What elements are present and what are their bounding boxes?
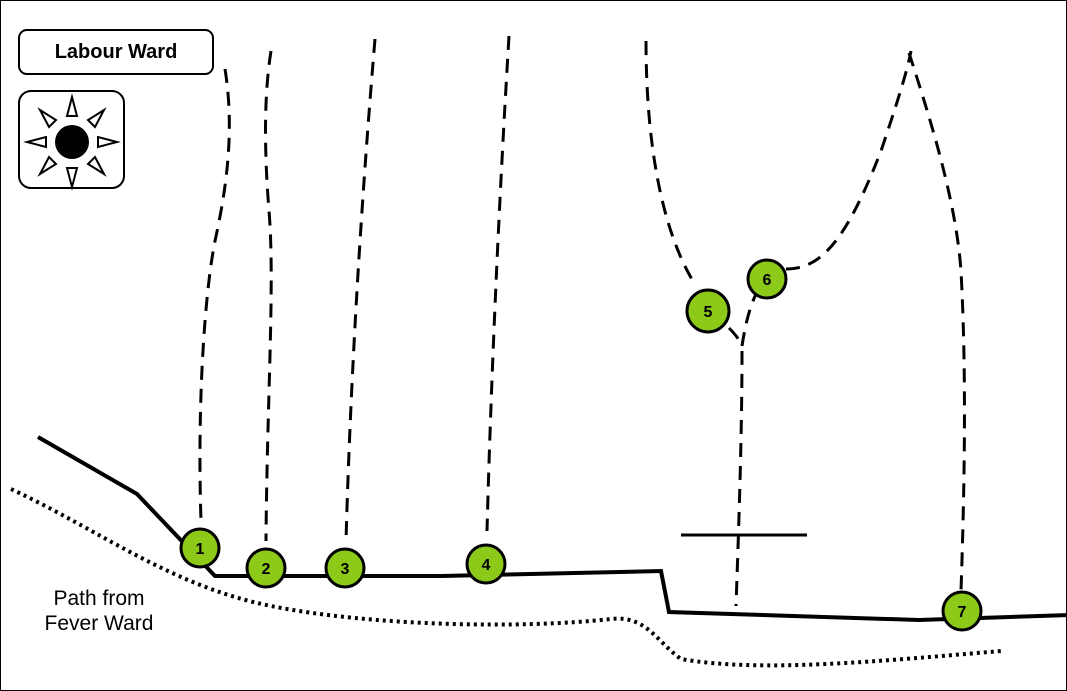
marker-6-circle xyxy=(746,258,788,300)
marker-1-circle xyxy=(179,527,221,569)
marker-2-label: 2 xyxy=(262,561,271,578)
sun-icon-box xyxy=(18,90,125,191)
route-4 xyxy=(485,35,511,532)
route-1 xyxy=(198,68,231,522)
marker-5-circle xyxy=(685,288,731,334)
fever-ward-path-label: Path from Fever Ward xyxy=(44,587,154,635)
marker-4[interactable]: 4 xyxy=(465,543,507,585)
route-5-upper xyxy=(644,40,698,287)
route-2 xyxy=(264,50,273,542)
route-7 xyxy=(907,52,966,592)
marker-7[interactable]: 7 xyxy=(941,590,983,632)
route-down-from-junction xyxy=(734,350,744,607)
route-5-to-6 xyxy=(740,293,758,347)
marker-3[interactable]: 3 xyxy=(324,547,366,589)
marker-2[interactable]: 2 xyxy=(245,547,287,589)
marker-6-label: 6 xyxy=(763,272,772,289)
marker-1[interactable]: 1 xyxy=(179,527,221,569)
marker-5[interactable]: 5 xyxy=(685,288,731,334)
marker-1-label: 1 xyxy=(196,541,205,558)
marker-2-circle xyxy=(245,547,287,589)
marker-3-label: 3 xyxy=(341,561,350,578)
marker-6[interactable]: 6 xyxy=(746,258,788,300)
sun-icon xyxy=(23,93,121,191)
marker-3-circle xyxy=(324,547,366,589)
route-5-lower xyxy=(727,326,744,347)
route-6 xyxy=(785,50,913,271)
marker-5-label: 5 xyxy=(704,304,713,321)
marker-4-label: 4 xyxy=(482,557,491,574)
labour-ward-title: Labour Ward xyxy=(54,40,178,63)
labour-ward-label: Labour Ward xyxy=(18,29,214,75)
main-path xyxy=(37,435,1066,623)
marker-4-circle xyxy=(465,543,507,585)
fever-ward-path xyxy=(10,487,1002,668)
marker-7-circle xyxy=(941,590,983,632)
marker-7-label: 7 xyxy=(958,604,967,621)
dashed-routes xyxy=(198,35,966,607)
route-3 xyxy=(344,38,377,542)
markers: 1 2 3 4 5 6 7 xyxy=(179,258,983,632)
